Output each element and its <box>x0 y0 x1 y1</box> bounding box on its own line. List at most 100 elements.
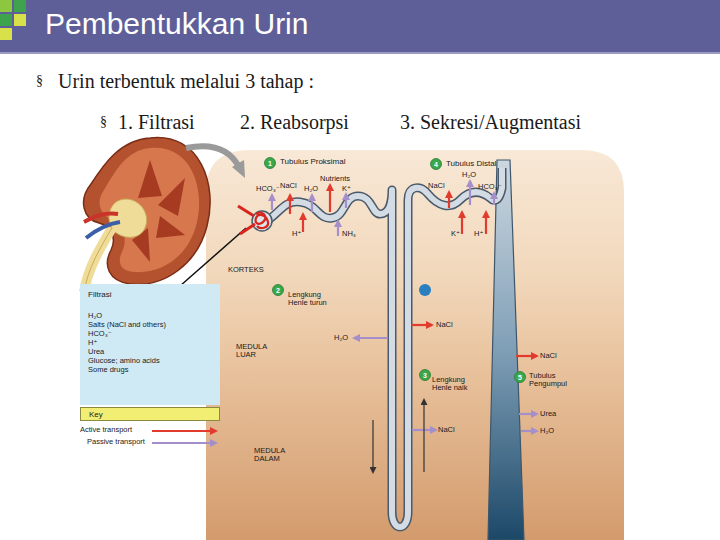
title-bar <box>14 14 26 26</box>
leader-line <box>180 228 246 286</box>
slide-title: Pembentukkan Urin <box>45 7 308 41</box>
solute-label: H⁺ <box>474 230 483 238</box>
stage-item: 3. Sekresi/Augmentasi <box>400 111 581 133</box>
kidney-illustration <box>158 178 185 216</box>
solute-label: H₂O <box>540 427 554 435</box>
step-number: 5 <box>514 371 526 383</box>
title-bar <box>0 14 12 26</box>
passive-transport-arrow <box>354 337 388 339</box>
nephron-tubule <box>268 168 502 527</box>
filtrate-box: FiltrasiH₂OSalts (NaCl and others)HCO₃⁻H… <box>80 284 220 405</box>
bullet-text: Urin terbentuk melalui 3 tahap : <box>58 70 314 92</box>
passive-transport-arrow <box>345 194 347 208</box>
passive-transport-arrow <box>519 413 537 415</box>
segment-name: Lengkung Henle naik <box>432 376 486 393</box>
solute-label: NaCl <box>428 182 445 190</box>
step-number: 4 <box>430 158 442 170</box>
step-number: 3 <box>419 369 431 381</box>
solute-label: NaCl <box>436 321 453 329</box>
region-name: MEDULA DALAM <box>254 447 294 464</box>
flow-arrow <box>423 400 424 472</box>
pointer-arrow <box>232 160 245 178</box>
glomerulus <box>252 211 272 231</box>
solute-label: Urea <box>540 410 556 418</box>
kidney-illustration <box>100 148 200 272</box>
key-header: Key <box>80 407 220 421</box>
passive-transport-arrow <box>521 430 537 432</box>
circle-outline <box>420 370 431 381</box>
passive-transport-arrow <box>469 181 471 205</box>
callout-number: 5 <box>518 374 522 381</box>
box-heading: Key <box>89 410 211 419</box>
title-bar <box>0 28 12 40</box>
passive-transport-arrow <box>272 181 537 431</box>
step-number: 2 <box>272 284 284 296</box>
stage-item: 2. Reabsorpsi <box>240 111 349 133</box>
callout-number: 3 <box>423 372 427 379</box>
collecting-duct <box>488 160 524 540</box>
segment-name: Lengkung Henle turun <box>288 291 342 308</box>
active-transport-arrow <box>485 212 487 234</box>
callout-number: 4 <box>434 161 438 168</box>
list-item: Glucose; amino acids <box>88 356 212 365</box>
active-transport-arrow <box>461 212 463 234</box>
title-bar <box>0 52 720 54</box>
pointer-arrow <box>186 146 239 167</box>
solute-label: H₂O <box>334 334 348 342</box>
title-bar <box>0 0 720 54</box>
box-heading: Filtrasi <box>88 290 212 299</box>
solute-label: K⁺ <box>342 185 351 193</box>
circle-outline <box>515 372 526 383</box>
blue-marker <box>419 284 431 296</box>
segment-name: Tubulus Pengumpul <box>529 372 573 389</box>
active-transport-arrow <box>448 192 450 208</box>
list-item: HCO₃⁻ <box>88 329 212 338</box>
pointer-arrow <box>186 146 245 178</box>
active-transport-arrow <box>290 185 537 356</box>
leader-line <box>180 228 246 286</box>
solute-label: NaCl <box>280 182 297 190</box>
callout-number: 2 <box>276 287 280 294</box>
nephron-tubule <box>268 168 502 527</box>
bullet-mark: § <box>36 73 43 89</box>
callout-number: 1 <box>268 160 272 167</box>
list-item: Urea <box>88 347 212 356</box>
active-transport-arrow <box>411 324 432 326</box>
solute-label: NaCl <box>438 426 455 434</box>
kidney-illustration <box>84 138 211 285</box>
solute-label: Nutrients <box>320 175 350 183</box>
active-transport-arrow <box>289 195 291 214</box>
solute-label: H₂O <box>304 185 318 193</box>
kidney-illustration <box>156 216 185 238</box>
bullet-mark: § <box>100 114 107 130</box>
circle-outline <box>431 159 442 170</box>
title-bar <box>14 0 26 12</box>
passive-transport-arrow <box>311 195 313 212</box>
segment-name: Tubulus Distal <box>446 160 496 169</box>
flow-arrow <box>373 400 424 472</box>
glomerulus <box>256 213 268 228</box>
list-item: H⁺ <box>88 338 212 347</box>
title-bar <box>0 0 720 52</box>
active-transport-arrow <box>516 355 537 357</box>
solute-label: H⁺ <box>292 230 301 238</box>
nephron-tubule <box>268 168 502 527</box>
legend-text: Active transport <box>80 426 132 434</box>
collecting-duct <box>488 160 524 540</box>
glomerulus <box>238 206 272 234</box>
legend-sample <box>152 430 216 432</box>
region-name: KORTEKS <box>228 266 264 274</box>
legend-sample <box>152 442 216 444</box>
solute-label: HCO₃⁻ <box>478 183 502 191</box>
kidney-illustration <box>138 160 162 198</box>
circle-outline <box>265 158 276 169</box>
flow-arrow <box>372 420 373 472</box>
active-transport-arrow <box>302 214 304 232</box>
kidney-illustration <box>84 138 211 292</box>
passive-transport-arrow <box>337 221 339 236</box>
legend-text: Passive transport <box>87 438 145 446</box>
blue-marker <box>419 284 431 296</box>
passive-transport-arrow <box>493 193 495 205</box>
solute-label: H₂O <box>462 171 476 179</box>
